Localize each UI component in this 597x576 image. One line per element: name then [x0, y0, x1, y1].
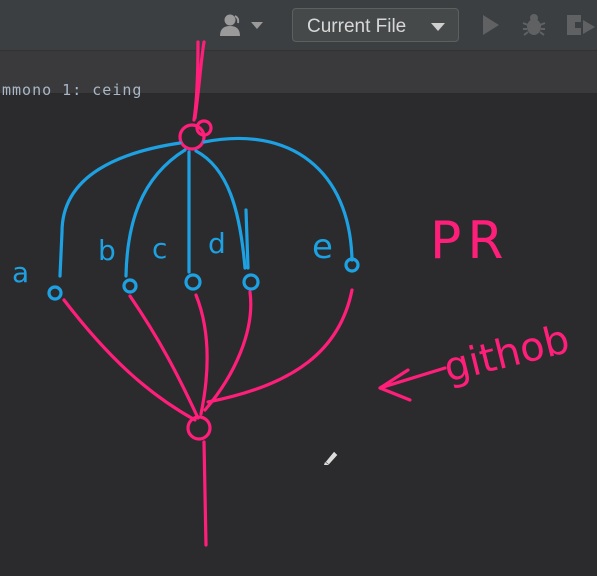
- dropdown-icon: [251, 22, 263, 29]
- run-icon: [483, 15, 499, 35]
- debug-icon: [522, 14, 546, 36]
- pencil-cursor-icon: [324, 450, 339, 466]
- editor-tab-strip: [0, 51, 597, 94]
- code-line-fragment: mmono 1: ceing: [2, 81, 143, 99]
- run-configuration-dropdown[interactable]: Current File: [292, 8, 459, 42]
- run-button[interactable]: [478, 12, 504, 38]
- user-menu-button[interactable]: [218, 12, 268, 38]
- coverage-button[interactable]: [563, 12, 595, 38]
- code-editor[interactable]: mmono 1: ceing: [0, 81, 597, 576]
- coverage-icon: [567, 15, 595, 35]
- chevron-down-icon: [431, 23, 445, 31]
- run-configuration-label: Current File: [307, 16, 407, 37]
- user-icon: [220, 14, 240, 36]
- debug-button[interactable]: [521, 12, 547, 38]
- toolbar: Current File: [0, 0, 597, 51]
